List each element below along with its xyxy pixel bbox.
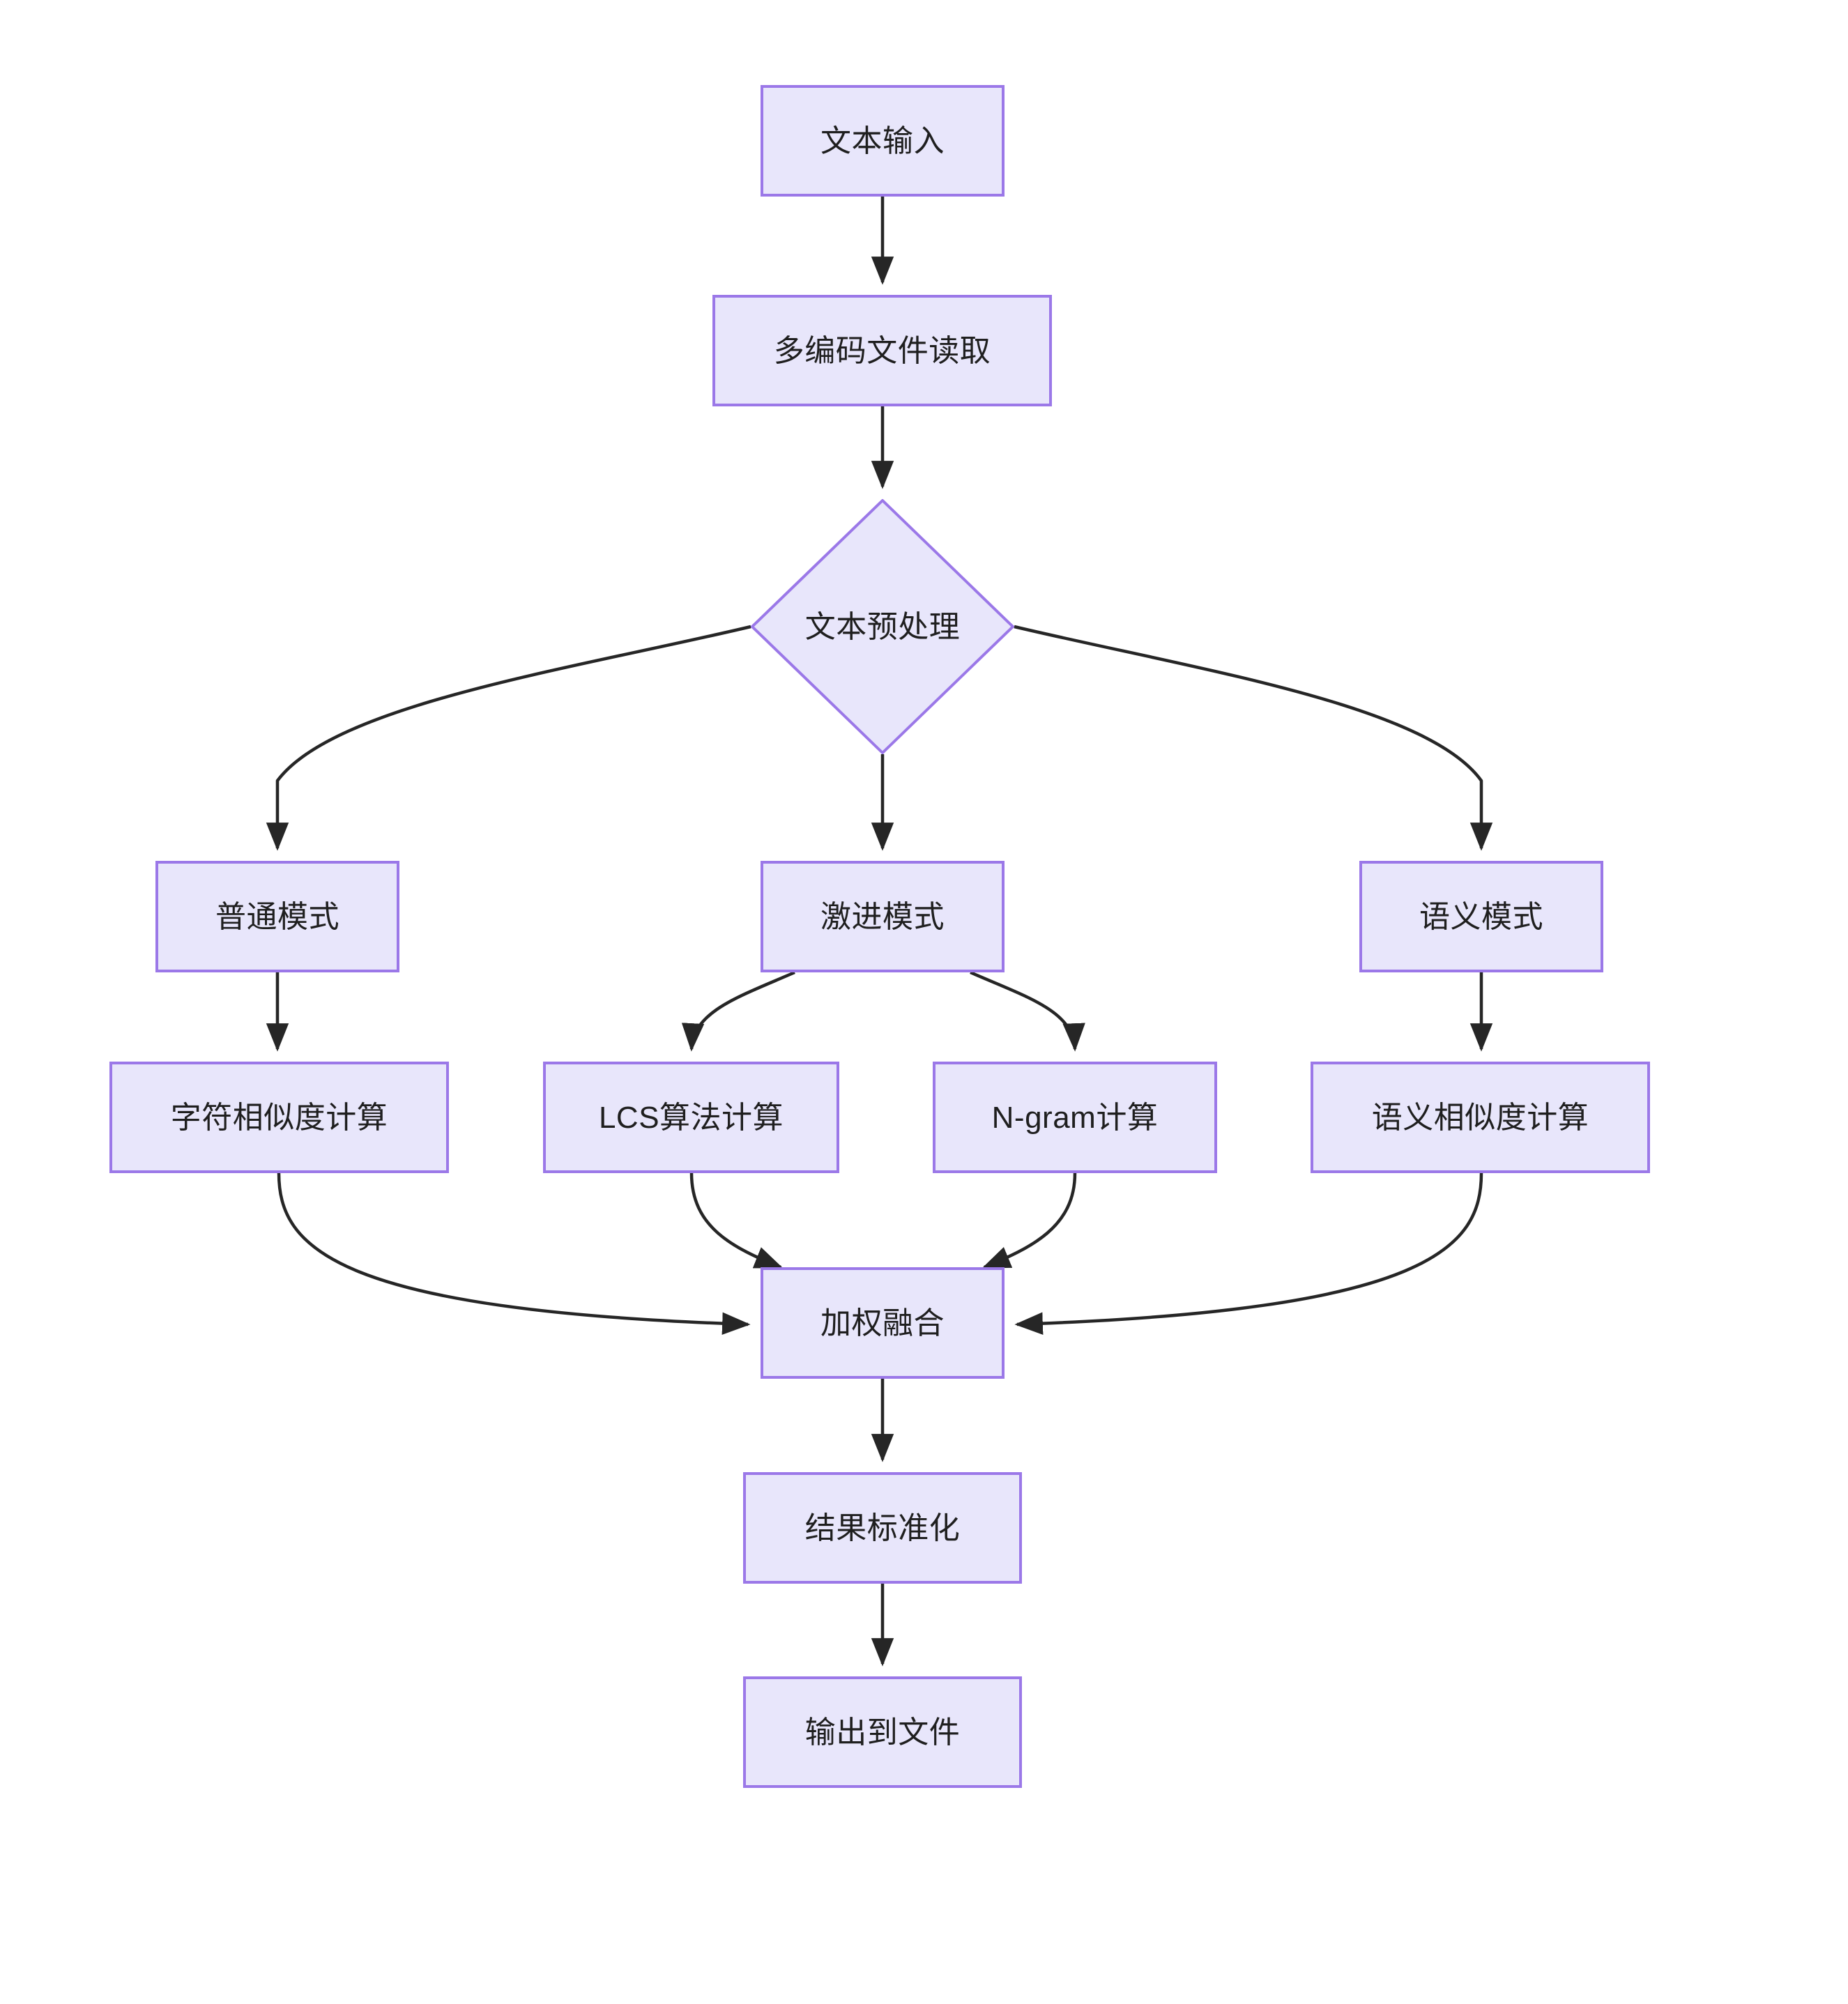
flow-node-label-weighted-fusion: 加权融合 <box>820 1306 945 1340</box>
flow-node-label-text-input: 文本输入 <box>820 123 945 158</box>
flow-node-text-input[interactable]: 文本输入 <box>761 85 1005 197</box>
flow-node-label-semantic-similarity: 语义相似度计算 <box>1371 1100 1589 1135</box>
flow-node-label-char-similarity: 字符相似度计算 <box>170 1100 388 1135</box>
flow-node-ngram-calculation[interactable]: N-gram计算 <box>933 1062 1217 1173</box>
flow-node-label-normal-mode: 普通模式 <box>215 899 339 934</box>
diamond-shape-icon <box>751 499 1014 754</box>
flow-edge-ngram-calculation-to-weighted-fusion <box>982 1172 1077 1269</box>
flow-node-lcs-algorithm[interactable]: LCS算法计算 <box>543 1062 839 1173</box>
flow-edge-text-preprocess-to-semantic-mode <box>1014 625 1493 851</box>
flow-node-label-output-to-file: 输出到文件 <box>804 1715 961 1750</box>
flow-node-normal-mode[interactable]: 普通模式 <box>155 861 399 972</box>
flow-node-label-multi-encoding-read: 多编码文件读取 <box>773 333 991 368</box>
flow-node-label-aggressive-mode: 激进模式 <box>820 899 945 934</box>
flow-node-semantic-similarity[interactable]: 语义相似度计算 <box>1311 1062 1650 1173</box>
flow-node-weighted-fusion[interactable]: 加权融合 <box>761 1267 1005 1379</box>
flow-edge-text-preprocess-to-normal-mode <box>266 625 751 851</box>
flow-node-semantic-mode[interactable]: 语义模式 <box>1359 861 1603 972</box>
flow-node-result-normalize[interactable]: 结果标准化 <box>743 1472 1022 1584</box>
flow-edge-lcs-algorithm-to-weighted-fusion <box>689 1172 784 1269</box>
flow-node-label-ngram-calculation: N-gram计算 <box>991 1100 1159 1135</box>
flow-node-text-preprocess[interactable]: 文本预处理 <box>751 499 1014 754</box>
flow-edge-aggressive-mode-to-ngram-calculation <box>970 970 1085 1052</box>
flow-edge-char-similarity-to-weighted-fusion <box>277 1172 751 1335</box>
flow-node-char-similarity[interactable]: 字符相似度计算 <box>109 1062 449 1173</box>
flow-node-label-result-normalize: 结果标准化 <box>804 1510 961 1545</box>
flow-node-label-text-preprocess: 文本预处理 <box>804 609 961 644</box>
flow-node-multi-encoding-read[interactable]: 多编码文件读取 <box>712 295 1052 406</box>
flow-node-output-to-file[interactable]: 输出到文件 <box>743 1676 1022 1788</box>
flow-edge-semantic-similarity-to-weighted-fusion <box>1014 1172 1483 1335</box>
flow-node-aggressive-mode[interactable]: 激进模式 <box>761 861 1005 972</box>
flow-edge-aggressive-mode-to-lcs-algorithm <box>681 970 795 1052</box>
flow-node-label-semantic-mode: 语义模式 <box>1419 899 1543 934</box>
flow-node-label-lcs-algorithm: LCS算法计算 <box>598 1100 784 1135</box>
